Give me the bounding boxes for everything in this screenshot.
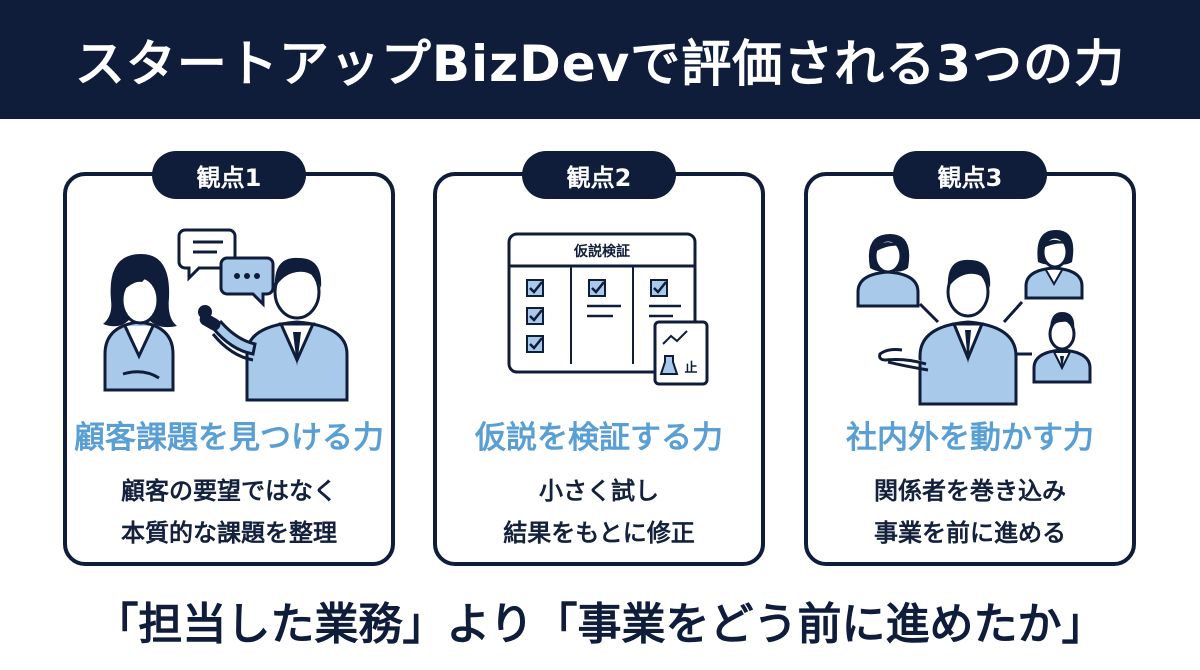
card-description-line: 小さく試し — [539, 477, 659, 505]
note-label: 止 — [684, 360, 697, 376]
leader-man-icon — [878, 259, 1018, 406]
man-with-microphone-icon — [198, 257, 349, 402]
card-description-line: 本質的な課題を整理 — [121, 519, 337, 547]
footer-message: 「担当した業務」より「事業をどう前に進めたか」 — [94, 599, 1106, 650]
card-title: 仮説を検証する力 — [475, 420, 723, 456]
card-tab: 観点1 — [152, 151, 306, 199]
card-description-line: 顧客の要望ではなく — [121, 477, 337, 505]
woman-figure-icon — [103, 254, 177, 392]
stakeholder-network-icon — [856, 230, 1092, 406]
card-tab: 観点3 — [893, 151, 1047, 199]
header-banner: スタートアップBizDevで評価される3つの力 — [0, 0, 1200, 119]
card-description-line: 事業を前に進める — [874, 519, 1066, 547]
page-title: スタートアップBizDevで評価される3つの力 — [74, 34, 1126, 93]
checkbox-icon — [526, 279, 668, 353]
card-title: 顧客課題を見つける力 — [74, 420, 384, 456]
card-title: 社内外を動かす力 — [846, 420, 1094, 456]
speech-bubble-icon — [177, 228, 275, 308]
hypothesis-board-icon: 仮説検証 止 — [507, 232, 709, 386]
card-description-line: 関係者を巻き込み — [874, 477, 1066, 505]
card-viewpoint-2: 観点2 仮説検証 止 仮説を検証する力 小さく試 — [433, 151, 765, 566]
card-description: 顧客の要望ではなく 本質的な課題を整理 — [67, 470, 391, 554]
colleague-woman-icon — [1024, 230, 1084, 300]
card-tab: 観点2 — [522, 151, 676, 199]
colleague-man-icon — [1032, 312, 1092, 384]
card-description: 小さく試し 結果をもとに修正 — [437, 470, 761, 554]
customer-interview-icon — [103, 228, 349, 402]
card-description: 関係者を巻き込み 事業を前に進める — [808, 470, 1132, 554]
card-viewpoint-3: 観点3 — [804, 151, 1136, 566]
report-note-icon: 止 — [653, 320, 709, 386]
card-description-line: 結果をもとに修正 — [503, 519, 695, 547]
card-viewpoint-1: 観点1 — [63, 151, 395, 566]
colleague-woman-icon — [856, 234, 920, 308]
board-title: 仮説検証 — [573, 243, 630, 260]
